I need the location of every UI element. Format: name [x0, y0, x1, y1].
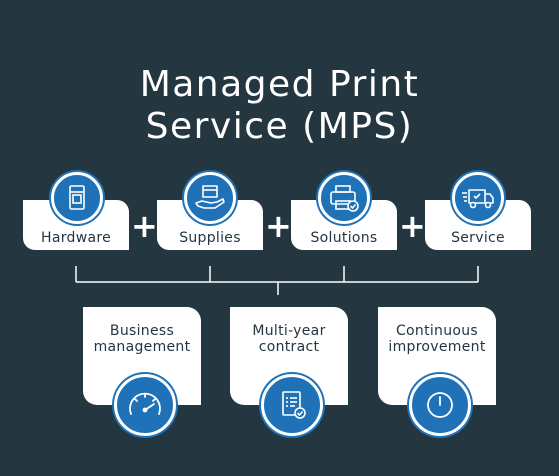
multi-year-contract-label: Multi-year contract	[252, 323, 326, 355]
supplies-label: Supplies	[179, 230, 241, 246]
business-management-label: Business management	[93, 323, 191, 355]
plus-sign: +	[399, 207, 426, 245]
contract-document-icon	[261, 374, 323, 436]
delivery-truck-icon	[452, 172, 504, 224]
hardware-label: Hardware	[41, 230, 111, 246]
printer-check-icon	[318, 172, 370, 224]
plus-sign: +	[131, 207, 158, 245]
plus-sign: +	[265, 207, 292, 245]
continuous-improvement-label: Continuous improvement	[388, 323, 486, 355]
service-label: Service	[451, 230, 505, 246]
solutions-label: Solutions	[310, 230, 378, 246]
gauge-icon	[114, 374, 176, 436]
printer-cartridge-icon	[51, 172, 103, 224]
diagram-title: Managed Print Service (MPS)	[139, 64, 420, 147]
hand-box-icon	[184, 172, 236, 224]
supplies-card: Supplies	[157, 200, 263, 250]
hardware-card: Hardware	[23, 200, 129, 250]
clock-icon	[409, 374, 471, 436]
